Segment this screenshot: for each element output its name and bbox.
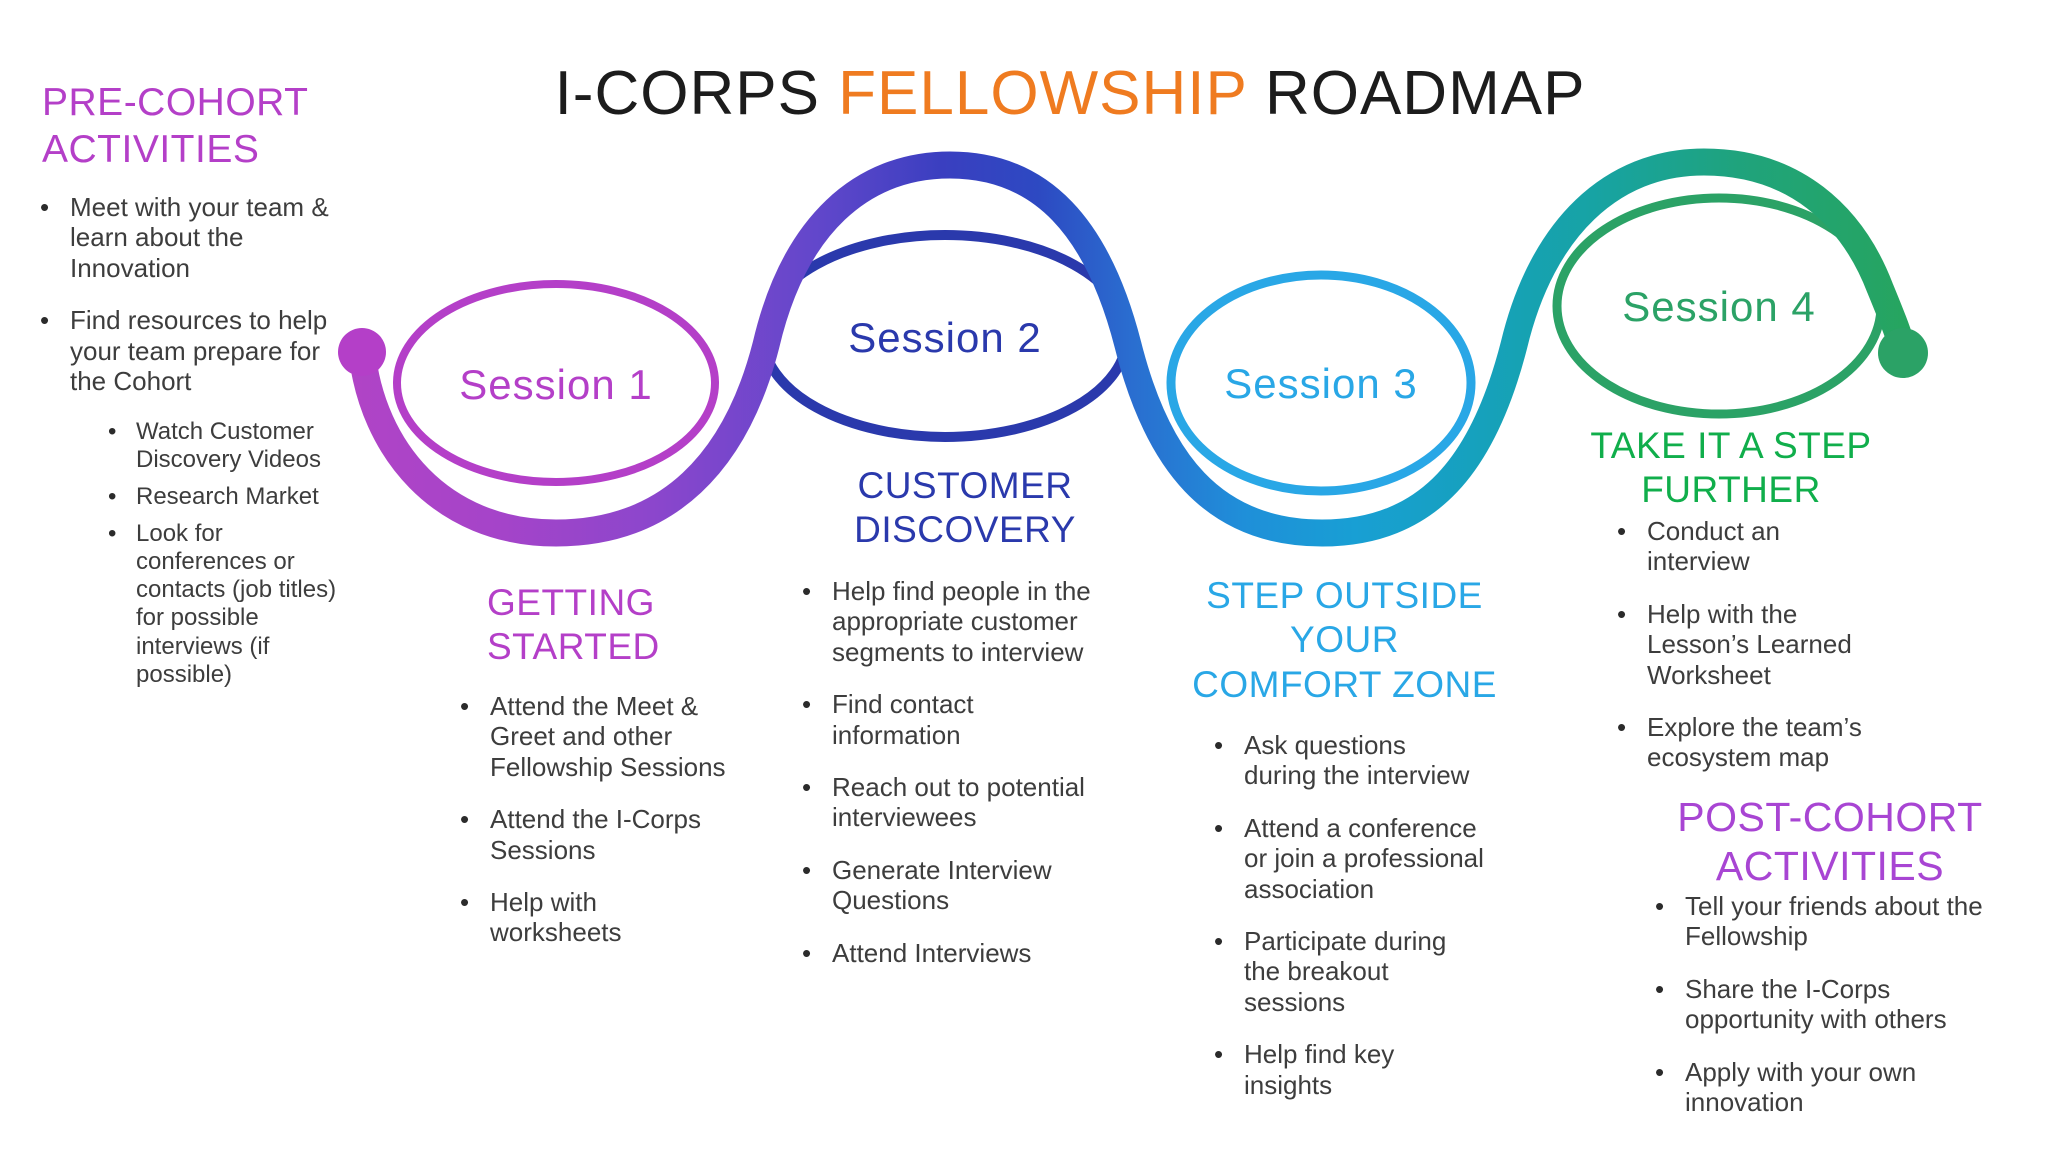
list-item: Apply with your own innovation [1653,1057,2021,1118]
pre-cohort-heading: PRE-COHORT ACTIVITIES [42,81,308,171]
list-item: Help with the Lesson’s Learned Worksheet [1615,599,1877,690]
list-item: Help with worksheets [458,887,726,948]
list-item: Meet with your team & learn about the In… [38,192,348,283]
list-item: Help find people in the appropriate cust… [800,576,1108,667]
title-segment-icorps: I-CORPS [554,58,820,128]
journey-path [348,148,1917,547]
list-item: Find resources to help your team prepare… [38,305,348,396]
list-item: Attend a conference or join a profession… [1212,813,1484,904]
session-4-label: Session 4 [1622,283,1816,330]
title-segment-fellowship: FELLOWSHIP [838,58,1247,128]
session-1-ellipse [393,280,719,486]
getting-started-heading: GETTING STARTED [487,582,660,668]
list-item: Ask questions during the interview [1212,730,1484,791]
list-item: Find contact information [800,689,1108,750]
list-item: Conduct an interview [1615,516,1877,577]
session-1-label: Session 1 [459,361,653,408]
session-2-label: Session 2 [848,314,1042,361]
post-cohort-list: Tell your friends about the Fellowship S… [1653,891,2021,1139]
session-3-ellipse [1166,270,1476,496]
list-item: Watch Customer Discovery Videos [108,418,351,474]
path-end-dot [1878,328,1928,378]
list-item: Look for conferences or contacts (job ti… [108,520,351,688]
list-item: Attend the Meet & Greet and other Fellow… [458,691,726,782]
customer-discovery-list: Help find people in the appropriate cust… [800,576,1108,990]
take-it-further-heading: TAKE IT A STEP FURTHER [1590,425,1872,511]
list-item: Help find key insights [1212,1039,1484,1100]
page-title: I-CORPS FELLOWSHIP ROADMAP [70,58,2048,128]
session-3-label: Session 3 [1224,360,1418,407]
customer-discovery-heading: CUSTOMER DISCOVERY [854,465,1076,551]
pre-cohort-list: Meet with your team & learn about the In… [38,192,348,418]
list-item: Generate Interview Questions [800,855,1108,916]
title-segment-roadmap: ROADMAP [1264,58,1586,128]
list-item: Share the I-Corps opportunity with other… [1653,974,2021,1035]
path-start-dot [338,328,386,376]
list-item: Reach out to potential interviewees [800,772,1108,833]
take-it-further-list: Conduct an interview Help with the Lesso… [1615,516,1877,795]
list-item: Participate during the breakout sessions [1212,926,1484,1017]
list-item: Research Market [108,483,351,511]
list-item: Tell your friends about the Fellowship [1653,891,2021,952]
pre-cohort-sublist: Watch Customer Discovery Videos Research… [38,418,351,698]
step-outside-heading: STEP OUTSIDE YOUR COMFORT ZONE [1192,575,1497,705]
step-outside-list: Ask questions during the interview Atten… [1212,730,1484,1122]
getting-started-list: Attend the Meet & Greet and other Fellow… [458,691,726,970]
list-item: Attend Interviews [800,938,1108,969]
list-item: Attend the I-Corps Sessions [458,804,726,865]
post-cohort-heading: POST-COHORT ACTIVITIES [1677,794,1983,890]
list-item: Explore the team’s ecosystem map [1615,712,1877,773]
